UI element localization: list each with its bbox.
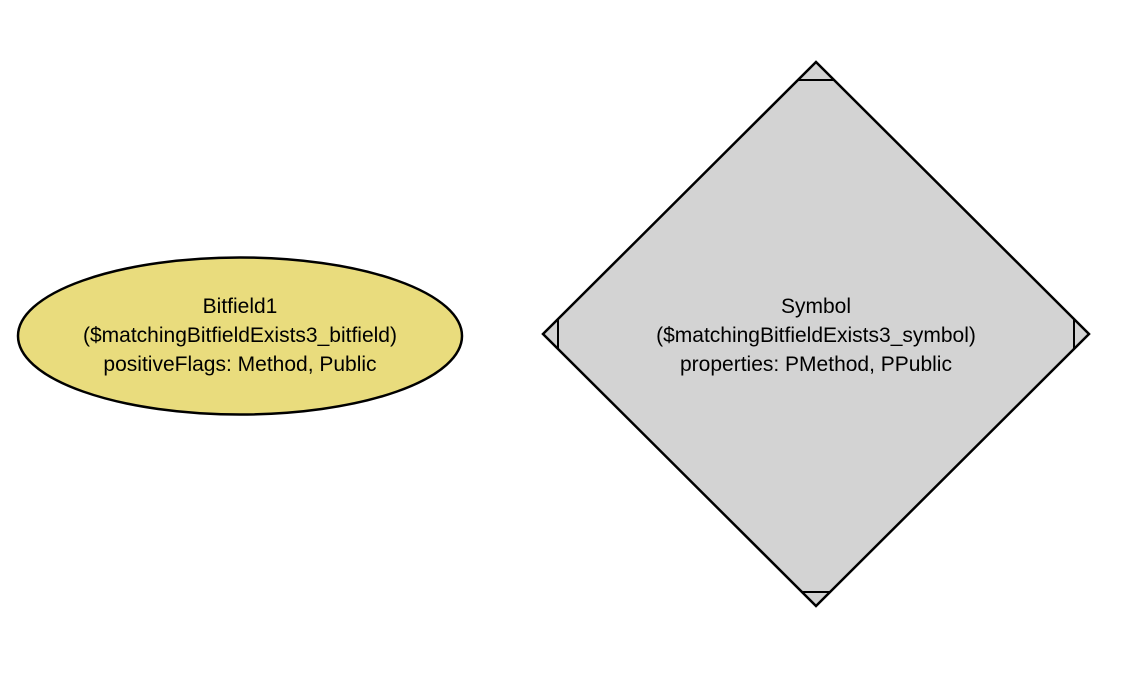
bitfield-node-title: Bitfield1 — [202, 295, 278, 318]
symbol-node-title: Symbol — [780, 295, 852, 318]
symbol-node-properties: properties: PMethod, PPublic — [680, 353, 952, 376]
bitfield-node-label: Bitfield1 ($matchingBitfieldExists3_bitf… — [10, 292, 470, 379]
bitfield-node-flags: positiveFlags: Method, Public — [103, 353, 377, 376]
bitfield-node-identifier: ($matchingBitfieldExists3_bitfield) — [83, 324, 397, 347]
symbol-node-identifier: ($matchingBitfieldExists3_symbol) — [656, 324, 976, 347]
bitfield-node-ellipse — [16, 256, 464, 416]
symbol-node-diamond — [541, 60, 1091, 608]
symbol-node-label: Symbol ($matchingBitfieldExists3_symbol)… — [536, 292, 1096, 379]
